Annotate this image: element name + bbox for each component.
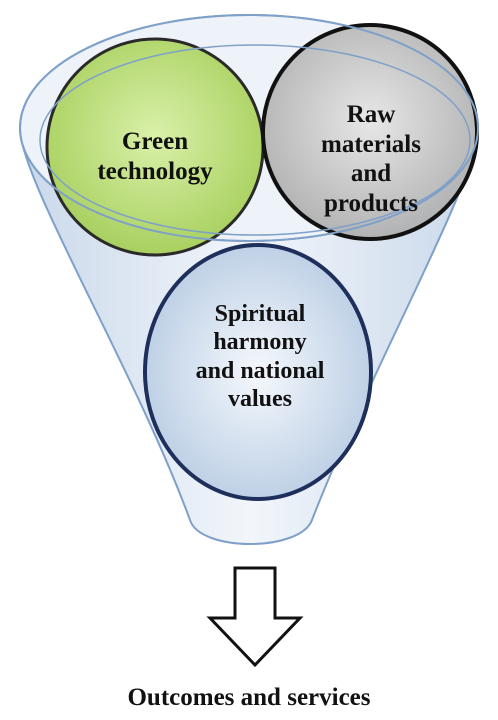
down-arrow-icon bbox=[206, 566, 304, 668]
green-technology-label: Green technology bbox=[97, 128, 213, 185]
funnel-rim-overlay bbox=[19, 14, 479, 242]
funnel-inner-rim bbox=[39, 44, 471, 236]
spiritual-harmony-circle bbox=[143, 243, 373, 501]
spiritual-harmony-label: Spiritual harmony and national values bbox=[195, 301, 325, 412]
outcomes-label: Outcomes and services bbox=[127, 684, 371, 711]
raw-materials-label: Raw materials and products bbox=[321, 101, 421, 217]
